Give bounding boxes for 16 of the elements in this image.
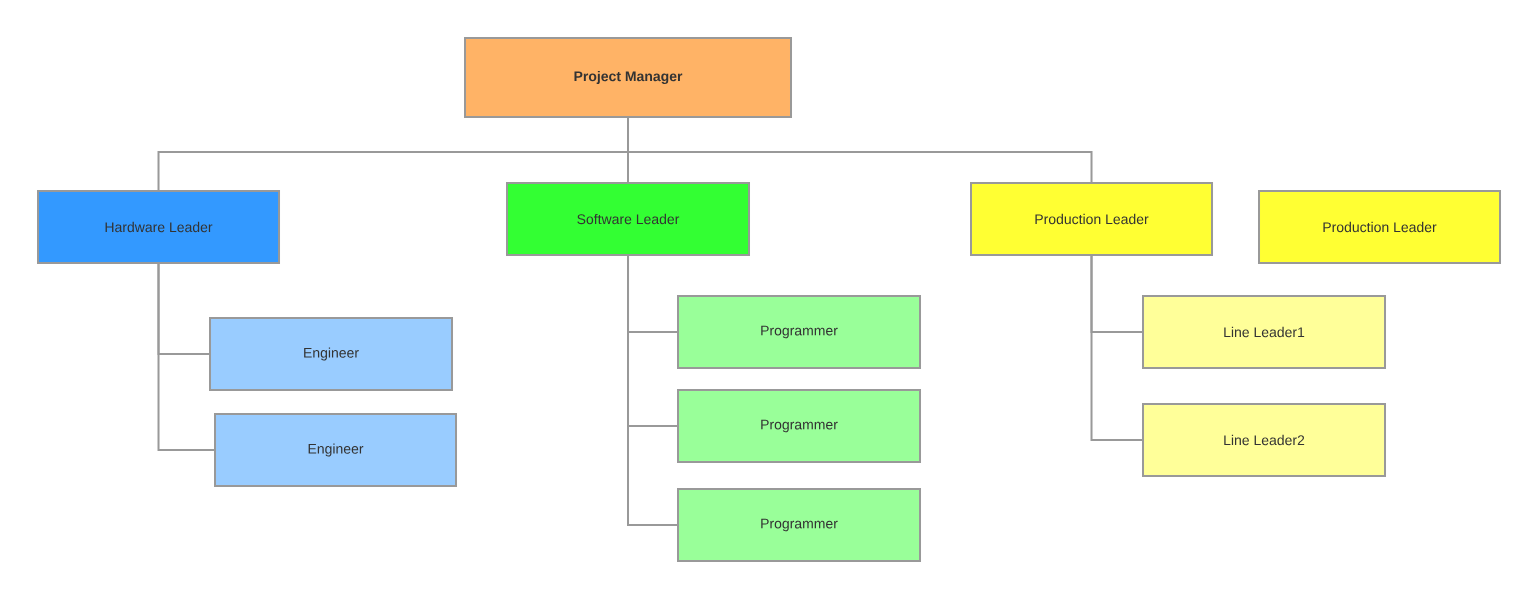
org-box: Engineer <box>209 317 453 391</box>
connector-line <box>1090 255 1143 441</box>
org-box: Production Leader <box>970 182 1213 256</box>
org-box: Hardware Leader <box>37 190 280 264</box>
connector-line <box>627 117 1093 183</box>
org-box: Programmer <box>677 389 921 463</box>
connector-line <box>627 255 678 526</box>
org-box: Programmer <box>677 488 921 562</box>
org-box: Line Leader1 <box>1142 295 1386 369</box>
org-box: Production Leader <box>1258 190 1501 264</box>
org-box: Project Manager <box>464 37 792 118</box>
org-box: Engineer <box>214 413 457 487</box>
org-box: Line Leader2 <box>1142 403 1386 477</box>
connector-line <box>157 263 215 451</box>
org-box: Software Leader <box>506 182 750 256</box>
org-box: Programmer <box>677 295 921 369</box>
